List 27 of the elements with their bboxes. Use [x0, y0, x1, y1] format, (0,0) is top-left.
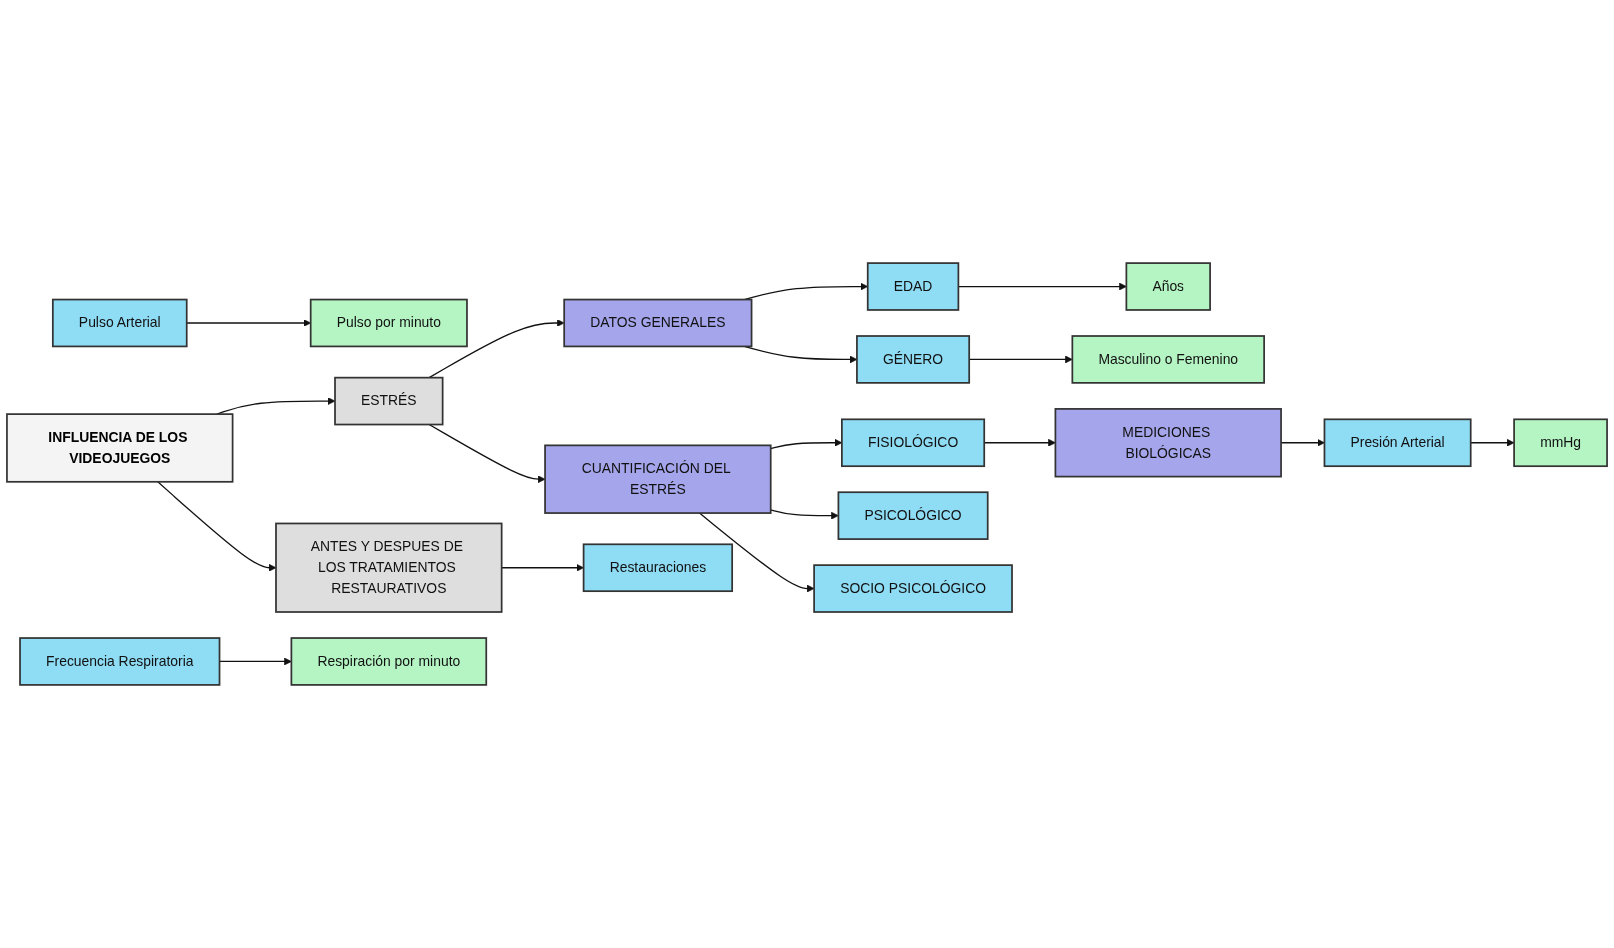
arrow	[428, 319, 565, 379]
node-box: Frecuencia Respiratoria	[19, 637, 221, 686]
node-box: ANTES Y DESPUES DE LOS TRATAMIENTOS RESTAURATIVOS	[275, 522, 503, 613]
arrow	[428, 423, 546, 484]
arrow	[157, 481, 277, 572]
arrow	[698, 512, 815, 593]
node-box: Presión Arterial	[1323, 418, 1472, 468]
node-box: CUANTIFICACIÓN DEL ESTRÉS	[544, 444, 772, 514]
node-box: Masculino o Femenino	[1071, 335, 1265, 384]
node-box: Pulso Arterial	[51, 298, 188, 348]
arrow	[501, 563, 584, 572]
node-box: Respiración por minuto	[290, 637, 488, 686]
node-box: ESTRÉS	[334, 376, 444, 426]
node-box: GÉNERO	[856, 335, 971, 384]
node-box: SOCIO PSICOLÓGICO	[813, 564, 1013, 613]
node-box: Años	[1125, 262, 1211, 311]
node-box: EDAD	[866, 262, 960, 311]
node-box: DATOS GENERALES	[563, 298, 753, 348]
node-box: INFLUENCIA DE LOS VIDEOJUEGOS	[6, 413, 234, 483]
node-box: MEDICIONES BIOLÓGICAS	[1054, 408, 1282, 478]
node-box: Pulso por minuto	[309, 298, 468, 348]
node-box: mmHg	[1513, 418, 1608, 468]
arrow	[1470, 438, 1515, 447]
node-box: PSICOLÓGICO	[837, 491, 989, 540]
node-box: FISIOLÓGICO	[841, 418, 986, 468]
arrow	[770, 509, 839, 520]
node-box: Restauraciones	[582, 543, 734, 593]
